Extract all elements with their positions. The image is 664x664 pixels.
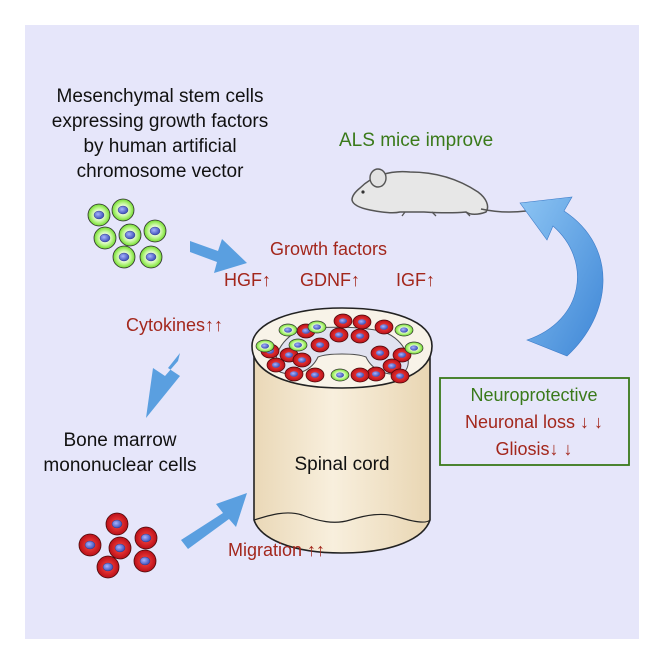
red-cell-icon bbox=[78, 533, 102, 557]
cytokines-label: Cytokines↑↑ bbox=[126, 315, 223, 335]
bone-marrow-label-line2: mononuclear cells bbox=[43, 455, 196, 476]
red-cell-icon bbox=[134, 526, 158, 550]
red-cell-icon bbox=[108, 536, 132, 560]
green-cell-icon bbox=[139, 245, 163, 269]
red-cell-icon bbox=[350, 367, 370, 383]
green-cell-icon bbox=[288, 338, 308, 352]
arrow-to-spinal-cord bbox=[181, 493, 247, 549]
red-cell-icon bbox=[333, 313, 353, 329]
green-cell-icon bbox=[278, 323, 298, 337]
green-cell-icon bbox=[111, 198, 135, 222]
red-cell-icon bbox=[133, 549, 157, 573]
neuronal-loss-label: Neuronal loss ↓ ↓ bbox=[465, 412, 603, 432]
spinal-cord: Spinal cord bbox=[251, 307, 433, 554]
red-cell-icon bbox=[350, 328, 370, 344]
spinal-cord-label: Spinal cord bbox=[294, 454, 389, 475]
msc-label-line1: Mesenchymal stem cells bbox=[57, 86, 264, 107]
red-cell-icon bbox=[96, 555, 120, 579]
growth-factors-label: Growth factors bbox=[270, 239, 387, 259]
igf-label: IGF↑ bbox=[396, 270, 435, 290]
red-cell-icon bbox=[310, 337, 330, 353]
migration-label: Migration ↑↑ bbox=[228, 540, 325, 560]
outcomes-box: Neuroprotective Neuronal loss ↓ ↓ Gliosi… bbox=[439, 377, 630, 466]
hgf-label: HGF↑ bbox=[224, 270, 271, 290]
red-cell-icon bbox=[292, 352, 312, 368]
red-cell-icon bbox=[352, 314, 372, 330]
msc-label-line2: expressing growth factors bbox=[52, 111, 269, 132]
spinal-cord-body bbox=[253, 349, 431, 554]
green-cell-icon bbox=[330, 368, 350, 382]
green-cell-icon bbox=[118, 223, 142, 247]
green-cell-icon bbox=[394, 323, 414, 337]
red-cell-icon bbox=[390, 368, 410, 384]
red-cell-icon bbox=[266, 357, 286, 373]
bone-marrow-label-line1: Bone marrow bbox=[64, 430, 177, 451]
green-cell-icon bbox=[87, 203, 111, 227]
red-cell-icon bbox=[284, 366, 304, 382]
red-cell-icon bbox=[105, 512, 129, 536]
red-cell-icon bbox=[370, 345, 390, 361]
red-cell-icon bbox=[374, 319, 394, 335]
mouse-icon bbox=[351, 168, 527, 217]
green-cell-icon bbox=[93, 226, 117, 250]
msc-description: Mesenchymal stem cells expressing growth… bbox=[52, 86, 269, 182]
red-cell-icon bbox=[329, 327, 349, 343]
gliosis-label: Gliosis↓ ↓ bbox=[495, 439, 572, 459]
red-cell-icon bbox=[305, 367, 325, 383]
arrow-to-growth-factors bbox=[190, 239, 247, 273]
green-cell-icon bbox=[143, 219, 167, 243]
green-cell-icon bbox=[307, 320, 327, 334]
als-mice-label: ALS mice improve bbox=[339, 130, 493, 151]
msc-label-line4: chromosome vector bbox=[77, 161, 245, 182]
msc-label-line3: by human artificial bbox=[83, 136, 236, 157]
green-cell-icon bbox=[255, 339, 275, 353]
green-cell-icon bbox=[404, 341, 424, 355]
arrow-to-als-mice bbox=[519, 196, 604, 357]
green-cell-icon bbox=[112, 245, 136, 269]
red-cell-icon bbox=[366, 366, 386, 382]
arrow-to-bone-marrow bbox=[146, 353, 180, 418]
neuroprotective-label: Neuroprotective bbox=[470, 385, 597, 405]
gdnf-label: GDNF↑ bbox=[300, 270, 360, 290]
